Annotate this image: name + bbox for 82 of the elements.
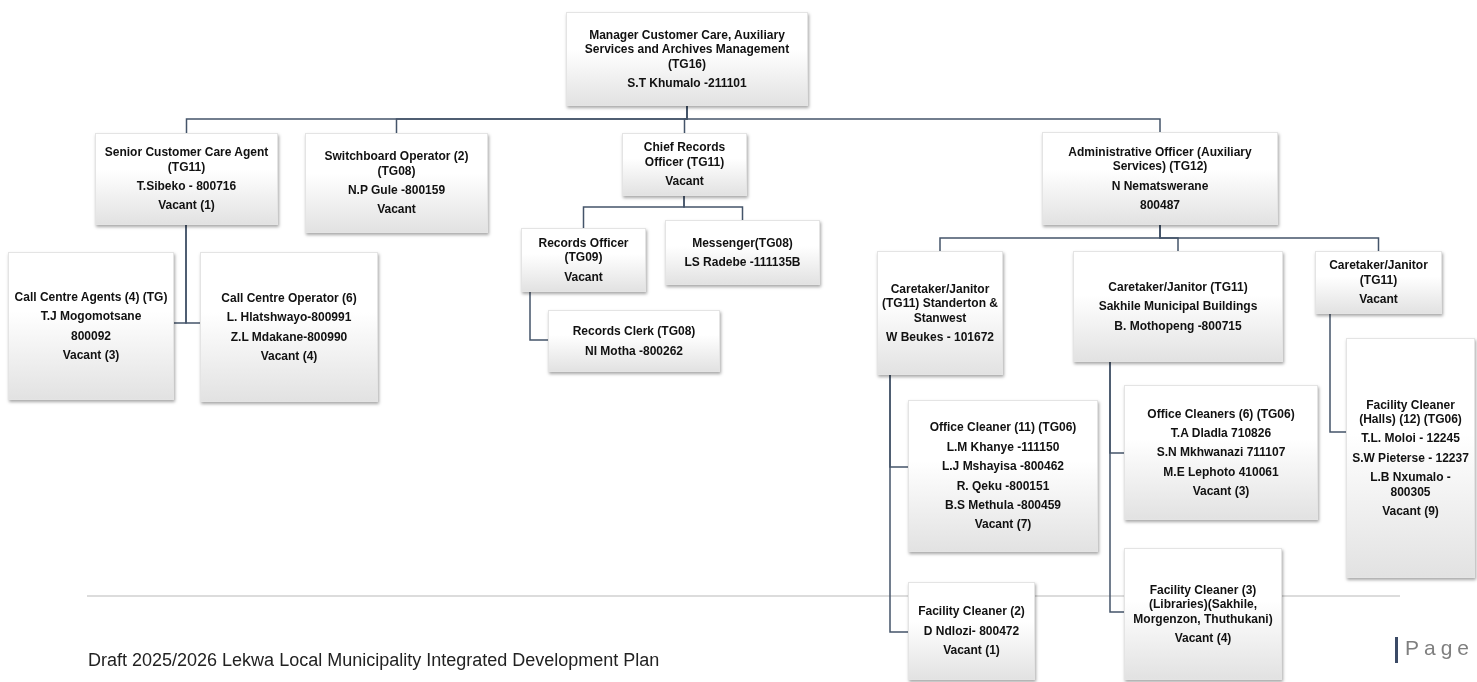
position-box: [566, 12, 808, 106]
position-box: [1073, 251, 1283, 362]
position-box: [622, 133, 747, 196]
staff-entry: Vacant: [564, 269, 603, 285]
position-title: Facility Cleaner (Halls) (12) (TG06): [1358, 397, 1463, 427]
connector-line: [529, 291, 549, 341]
position-box: [548, 310, 720, 372]
connector-line: [1159, 224, 1380, 252]
staff-entry: T.A Dladla 710826: [1170, 425, 1272, 441]
position-box: [521, 228, 646, 292]
connector-line: [185, 224, 201, 324]
staff-entry: S.W Pieterse - 12237: [1352, 450, 1469, 466]
staff-entry: Vacant (3): [62, 347, 120, 363]
staff-entry: L.J Mshayisa -800462: [941, 459, 1065, 474]
staff-entry: NI Motha -800262: [584, 343, 683, 358]
staff-entry: 800487: [1139, 197, 1180, 213]
position-title: Caretaker/Janitor (TG11) Standerton & Stanwest: [881, 281, 999, 325]
staff-entry: Vacant (7): [974, 517, 1032, 532]
staff-entry: Sakhile Municipal Buildings: [1098, 299, 1258, 314]
position-box: [1124, 548, 1282, 680]
staff-entry: Z.L Mdakane-800990: [230, 329, 348, 344]
staff-entry: Vacant: [377, 202, 416, 217]
staff-entry: Vacant: [665, 174, 704, 189]
position-box: [908, 582, 1035, 680]
position-title: Administrative Officer (Auxiliary Services) (TG12): [1067, 144, 1253, 174]
connector-line: [683, 195, 744, 221]
staff-entry: S.T Khumalo -211101: [627, 75, 747, 91]
staff-entry: Vacant (3): [1192, 484, 1250, 499]
position-box: [8, 252, 174, 400]
staff-entry: T.Sibeko - 800716: [136, 179, 237, 194]
connector-line: [889, 374, 909, 633]
position-box: [665, 220, 820, 285]
staff-entry: Vacant (4): [260, 348, 318, 364]
position-box: [95, 133, 278, 225]
position-title: Office Cleaners (6) (TG06): [1147, 406, 1295, 421]
staff-entry: D Ndlozi- 800472: [923, 623, 1020, 639]
staff-entry: Vacant (9): [1382, 503, 1439, 519]
staff-entry: R. Qeku -800151: [956, 478, 1050, 493]
staff-entry: L. Hlatshwayo-800991: [226, 310, 352, 325]
position-title: Messenger(TG08): [692, 235, 793, 250]
position-box: [877, 251, 1003, 375]
staff-entry: Vacant: [1359, 292, 1398, 307]
staff-entry: B.S Methula -800459: [944, 497, 1061, 513]
position-title: Call Centre Operator (6): [221, 290, 357, 306]
position-box: [1042, 132, 1278, 225]
position-box: [1315, 251, 1442, 314]
position-title: Caretaker/Janitor (TG11): [1328, 258, 1429, 288]
position-title: Facility Cleaner (2): [918, 604, 1025, 619]
staff-entry: L.M Khanye -111150: [946, 439, 1060, 455]
staff-entry: S.N Mkhwanazi 711107: [1156, 445, 1286, 460]
staff-entry: Vacant (4): [1174, 630, 1232, 646]
staff-entry: N Nematswerane: [1111, 178, 1209, 193]
connector-line: [1329, 313, 1347, 433]
position-title: Switchboard Operator (2) (TG08): [323, 149, 470, 178]
staff-entry: N.P Gule -800159: [347, 183, 446, 198]
position-box: [200, 252, 378, 402]
staff-entry: B. Mothopeng -800715: [1114, 318, 1242, 334]
position-title: Senior Customer Care Agent (TG11): [103, 145, 270, 174]
position-title: Facility Cleaner (3) (Libraries)(Sakhile, Morgenzon, Thuthukani): [1132, 582, 1274, 626]
position-title: Office Cleaner (11) (TG06): [929, 420, 1077, 435]
position-box: [1346, 338, 1475, 578]
position-title: Records Clerk (TG08): [572, 324, 696, 339]
position-box: [305, 133, 488, 233]
position-box: [908, 400, 1098, 552]
position-title: Records Officer (TG09): [537, 235, 630, 265]
position-title: Call Centre Agents (4) (TG): [14, 289, 168, 305]
page-label: Page: [1405, 636, 1475, 660]
staff-entry: LS Radebe -111135B: [684, 255, 801, 270]
staff-entry: L.B Nxumalo - 800305: [1369, 470, 1452, 499]
position-box: [1124, 385, 1318, 520]
staff-entry: T.J Mogomotsane: [40, 309, 142, 324]
position-title: Chief Records Officer (TG11): [642, 140, 727, 170]
staff-entry: M.E Lephoto 410061: [1163, 464, 1279, 480]
staff-entry: W Beukes - 101672: [885, 329, 995, 345]
staff-entry: Vacant (1): [158, 198, 215, 213]
staff-entry: T.L. Moloi - 12245: [1361, 431, 1460, 446]
staff-entry: 800092: [70, 328, 111, 343]
footer-text: Draft 2025/2026 Lekwa Local Municipality Integrated Development Plan: [88, 650, 660, 671]
connector-line: [1109, 361, 1125, 613]
position-title: Caretaker/Janitor (TG11): [1108, 279, 1248, 295]
position-title: Manager Customer Care, Auxiliary Services and Archives Management (TG16): [583, 27, 791, 71]
staff-entry: Vacant (1): [943, 643, 1000, 658]
